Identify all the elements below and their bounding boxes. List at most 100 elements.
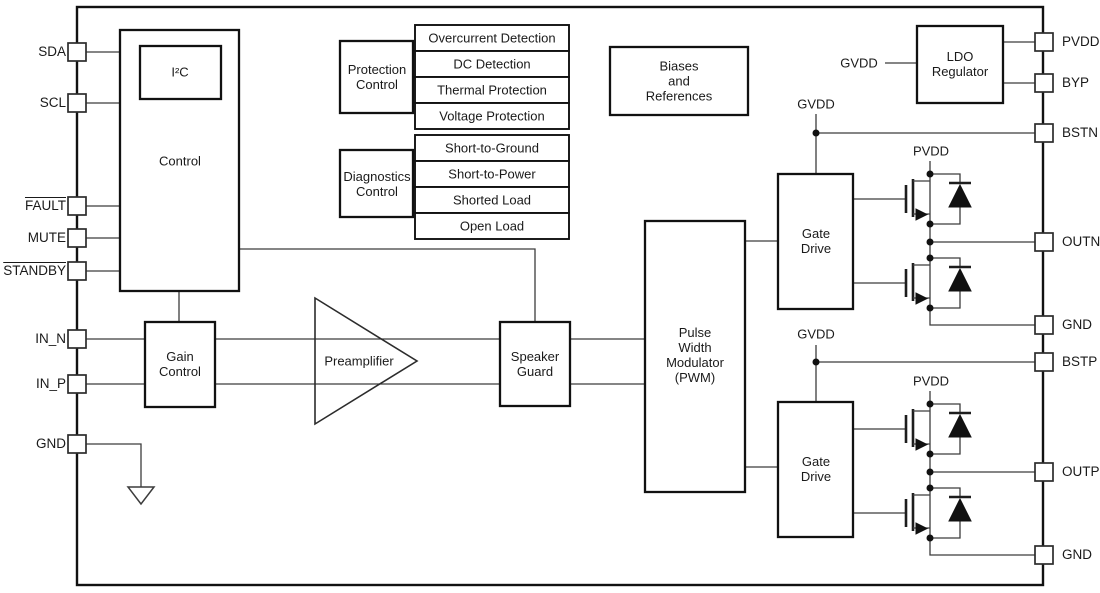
wire-bus-n: [929, 161, 1035, 326]
protection-control-block-label: Protection Control: [347, 62, 407, 92]
protection-item-box: [414, 50, 570, 78]
junction-dot: [926, 220, 934, 228]
pin-fault: [67, 196, 87, 216]
body-diode-leads: [930, 403, 961, 455]
diagnostics-item-box: [414, 212, 570, 240]
wire-bus-p: [929, 391, 1035, 556]
biases-references-block: [608, 45, 750, 117]
body-diode-triangle: [948, 497, 972, 522]
wires: [86, 41, 1035, 556]
ground-symbol: [126, 486, 156, 506]
mosfet-arrow: [915, 208, 929, 221]
pin-byp: [1034, 73, 1054, 93]
pin-label-in-n: IN_N: [35, 331, 66, 346]
pin-gnd-n: [1034, 315, 1054, 335]
junction-dot: [926, 534, 934, 542]
pin-label-gnd-n: GND: [1062, 317, 1092, 332]
gain-control-block-label: Gain Control: [159, 349, 201, 379]
pin-label-bstn: BSTN: [1062, 125, 1099, 140]
junction-dot: [926, 170, 934, 178]
mosfet-arrow: [915, 438, 929, 451]
pwm-block: [643, 219, 747, 494]
pin-label-outp: OUTP: [1062, 464, 1100, 479]
protection-item-box: [414, 102, 570, 130]
speaker-guard-block-label: Speaker Guard: [510, 349, 560, 379]
pin-sda: [67, 42, 87, 62]
body-diode-triangle: [948, 183, 972, 208]
junction-dot-gvdd-bstn: [812, 129, 820, 137]
pin-label-fault: FAULT: [24, 198, 66, 213]
pin-label-pvdd: PVDD: [1062, 34, 1100, 49]
protection-item-box: [414, 24, 570, 52]
net-label-gvdd-top: GVDD: [797, 96, 835, 112]
diagnostics-item-label: Short-to-Power: [448, 166, 536, 182]
junction-dot: [926, 304, 934, 312]
right-pins: [1034, 32, 1054, 565]
gate-drive-top-block-label: Gate Drive: [800, 226, 832, 256]
pin-label-byp: BYP: [1062, 75, 1090, 90]
junction-dot-gvdd-bstp: [812, 358, 820, 366]
diagnostics-item-label: Open Load: [459, 218, 525, 234]
gate-drive-top-block: [776, 172, 855, 311]
junction-dot: [926, 468, 934, 476]
pin-pvdd: [1034, 32, 1054, 52]
preamplifier-triangle: [314, 296, 419, 426]
half-bridge-n: [812, 129, 972, 312]
pin-label-in-p: IN_P: [35, 376, 66, 391]
protection-item-box: [414, 76, 570, 104]
pin-in-n: [67, 329, 87, 349]
protection-item-label: Thermal Protection: [437, 82, 547, 98]
junction-dot: [926, 238, 934, 246]
control-block-label: Control: [159, 153, 201, 169]
wire-control-to-speaker-guard: [239, 248, 536, 322]
pin-bstn: [1034, 123, 1054, 143]
biases-references-block-label: Biases and References: [645, 58, 713, 104]
i2c-block-label: I²C: [171, 64, 189, 80]
mosfet-arrow: [915, 522, 929, 535]
mosfet-p-high-side: [853, 403, 972, 455]
pin-label-outn: OUTN: [1062, 234, 1100, 249]
pin-outp: [1034, 462, 1054, 482]
diagnostics-item-box: [414, 186, 570, 214]
junction-dot: [926, 400, 934, 408]
junction-dot: [926, 484, 934, 492]
wire-gnd-lead: [86, 443, 142, 487]
net-label-pvdd-top: PVDD: [912, 143, 950, 159]
gain-control-block: [143, 320, 217, 409]
net-label-gvdd-bottom: GVDD: [797, 326, 835, 342]
left-pins: [67, 42, 87, 454]
pin-in-p: [67, 374, 87, 394]
pin-outn: [1034, 232, 1054, 252]
pin-label-standby: STANDBY: [3, 263, 66, 278]
body-diode-leads: [930, 173, 961, 225]
net-label-gvdd-ldo: GVDD: [840, 55, 878, 71]
pin-label-bstp: BSTP: [1062, 354, 1098, 369]
body-diode-leads: [930, 257, 961, 309]
pin-label-sda: SDA: [38, 44, 66, 59]
i2c-block: [138, 44, 223, 101]
pin-scl: [67, 93, 87, 113]
pin-label-mute: MUTE: [27, 230, 66, 245]
pin-gnd-p: [1034, 545, 1054, 565]
body-diode-triangle: [948, 267, 972, 292]
body-diode-leads: [930, 487, 961, 539]
half-bridge-p: [812, 358, 972, 542]
mosfet-n-low-side: [853, 257, 972, 309]
pin-label-gnd-p: GND: [1062, 547, 1092, 562]
net-label-pvdd-bottom: PVDD: [912, 373, 950, 389]
junction-dot: [926, 450, 934, 458]
protection-item-label: Voltage Protection: [439, 108, 545, 124]
mosfet-p-low-side: [853, 487, 972, 539]
diagnostics-item-label: Short-to-Ground: [445, 140, 539, 156]
body-diode-triangle: [948, 413, 972, 438]
pin-bstp: [1034, 352, 1054, 372]
speaker-guard-block: [498, 320, 572, 408]
mosfet-n-high-side: [853, 173, 972, 225]
diagnostics-control-block: [338, 148, 415, 219]
preamplifier-label: Preamplifier: [324, 353, 394, 369]
junction-dot: [926, 254, 934, 262]
diagnostics-item-label: Shorted Load: [452, 192, 532, 208]
pin-standby: [67, 261, 87, 281]
